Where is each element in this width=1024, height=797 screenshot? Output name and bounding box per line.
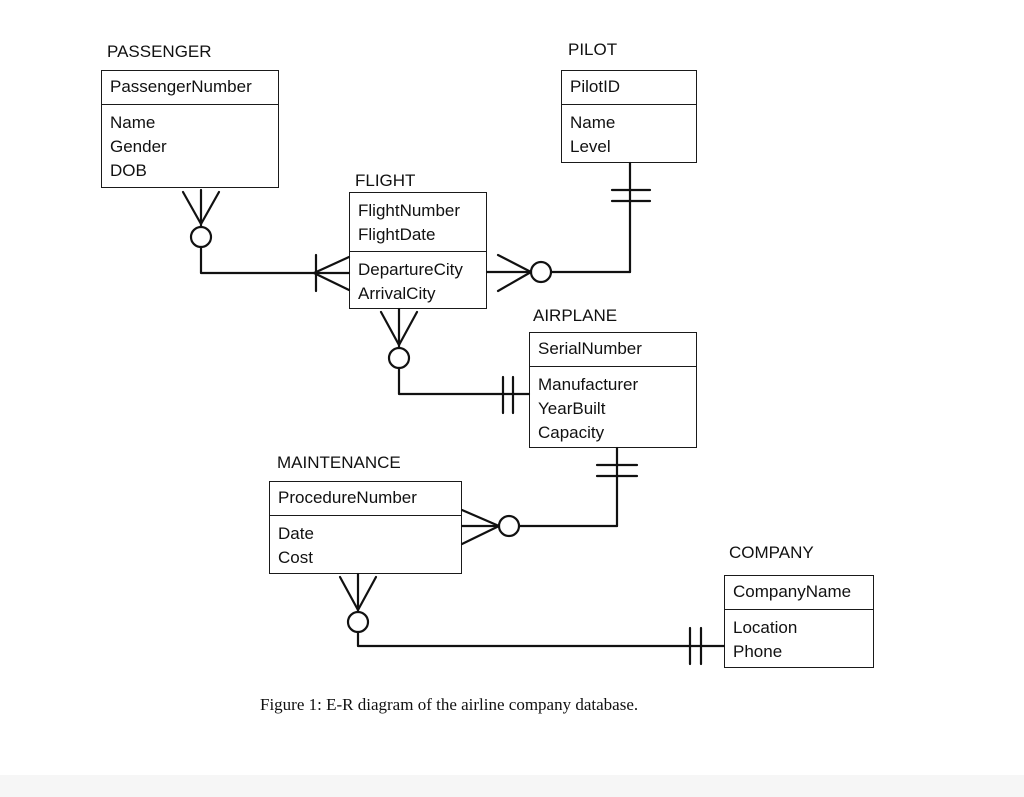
company-attributes: Location Phone xyxy=(725,610,873,664)
passenger-entity: PassengerNumber Name Gender DOB xyxy=(101,70,279,188)
pilot-flight-relationship xyxy=(485,161,652,293)
passenger-circle xyxy=(189,225,213,249)
maintenance-attr-cost: Cost xyxy=(278,548,313,567)
passenger-key: PassengerNumber xyxy=(102,71,278,105)
airplane-title: AIRPLANE xyxy=(533,306,618,325)
flight-title: FLIGHT xyxy=(355,171,416,190)
passenger-flight-relationship xyxy=(181,188,351,293)
pilot-attributes: Name Level xyxy=(562,105,696,159)
flight-airplane-line xyxy=(397,366,531,396)
maintenance-title: MAINTENANCE xyxy=(277,453,401,472)
flight-circle-bottom xyxy=(387,346,411,370)
airplane-attr-year-built: YearBuilt xyxy=(538,399,606,418)
company-attr-phone: Phone xyxy=(733,642,783,661)
airplane-attributes: Manufacturer YearBuilt Capacity xyxy=(530,367,696,445)
maintenance-attr-date: Date xyxy=(278,524,314,543)
maintenance-attributes: Date Cost xyxy=(270,516,461,570)
passenger-attributes: Name Gender DOB xyxy=(102,105,278,183)
flight-key-date: FlightDate xyxy=(358,225,436,244)
flight-key-number: FlightNumber xyxy=(358,201,461,220)
flight-attr-arrival-city: ArrivalCity xyxy=(358,284,436,303)
passenger-flight-line xyxy=(199,245,351,275)
airplane-entity: SerialNumber Manufacturer YearBuilt Capa… xyxy=(529,332,697,448)
passenger-attr-gender: Gender xyxy=(110,137,167,156)
airplane-maintenance-relationship xyxy=(460,446,639,546)
maintenance-circle-bottom xyxy=(346,610,370,634)
maintenance-company-line xyxy=(356,630,726,648)
flight-crowfoot-left xyxy=(312,255,351,292)
pilot-key: PilotID xyxy=(562,71,696,105)
flight-airplane-relationship xyxy=(379,307,531,415)
maintenance-entity: ProcedureNumber Date Cost xyxy=(269,481,462,574)
bottom-band xyxy=(0,775,1024,797)
airplane-key: SerialNumber xyxy=(530,333,696,367)
pilot-attr-level: Level xyxy=(570,137,611,156)
company-attr-location: Location xyxy=(733,618,798,637)
maintenance-circle-right xyxy=(497,514,521,538)
flight-attributes: DepartureCity ArrivalCity xyxy=(350,252,486,306)
flight-circle-right xyxy=(529,260,553,284)
airplane-attr-manufacturer: Manufacturer xyxy=(538,375,639,394)
figure-caption: Figure 1: E-R diagram of the airline com… xyxy=(260,695,639,714)
flight-attr-departure-city: DepartureCity xyxy=(358,260,463,279)
flight-keys: FlightNumber FlightDate xyxy=(350,193,486,252)
flight-entity: FlightNumber FlightDate DepartureCity Ar… xyxy=(349,192,487,309)
maintenance-key: ProcedureNumber xyxy=(270,482,461,516)
passenger-title: PASSENGER xyxy=(107,42,212,61)
maintenance-company-relationship xyxy=(338,572,726,666)
airplane-attr-capacity: Capacity xyxy=(538,423,605,442)
passenger-attr-dob: DOB xyxy=(110,161,147,180)
company-title: COMPANY xyxy=(729,543,814,562)
passenger-attr-name: Name xyxy=(110,113,156,132)
company-entity: CompanyName Location Phone xyxy=(724,575,874,668)
pilot-attr-name: Name xyxy=(570,113,616,132)
company-key: CompanyName xyxy=(725,576,873,610)
pilot-entity: PilotID Name Level xyxy=(561,70,697,163)
pilot-title: PILOT xyxy=(568,40,618,59)
